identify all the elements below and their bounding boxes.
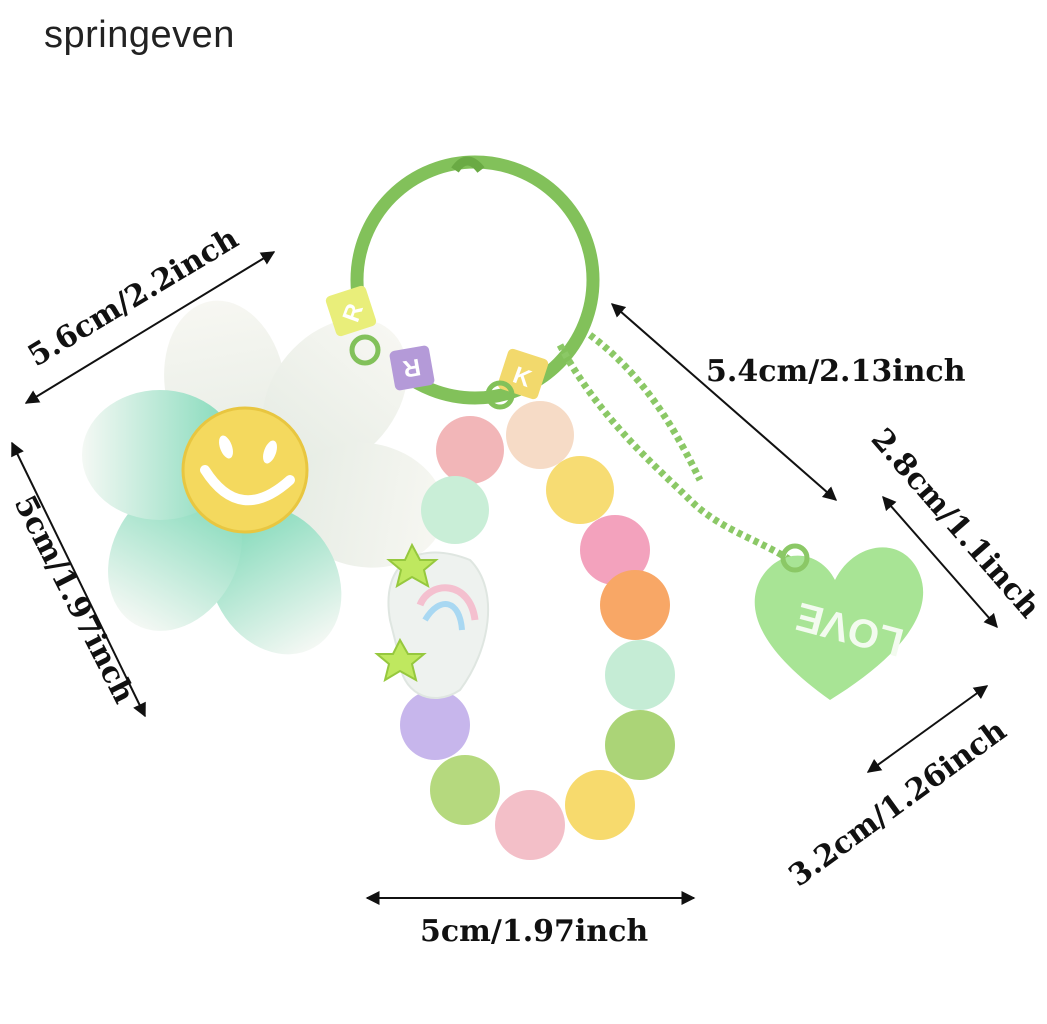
bead-loop: [400, 401, 675, 860]
dim-arrow-flower-height: [11, 441, 146, 718]
ring-clasp: [451, 156, 485, 173]
letter-bead-2: [389, 345, 435, 391]
product-illustration: R R K LOVE: [11, 155, 998, 905]
dim-arrow-flower-width: [24, 251, 276, 404]
heart-charm: [754, 547, 924, 700]
dim-arrow-keychain-length: [610, 303, 838, 501]
dim-label-loop-width: 5cm/1.97inch: [420, 914, 649, 949]
brand-logo: springeven: [44, 14, 235, 56]
rainbow-charm: [374, 542, 490, 700]
bead-letter-2: R: [401, 353, 423, 383]
dim-arrow-heart-width: [866, 685, 989, 773]
dim-label-keychain-length: 5.4cm/2.13inch: [706, 354, 966, 389]
letter-bead-1: [325, 285, 377, 337]
dim-arrow-heart-height: [882, 495, 998, 629]
